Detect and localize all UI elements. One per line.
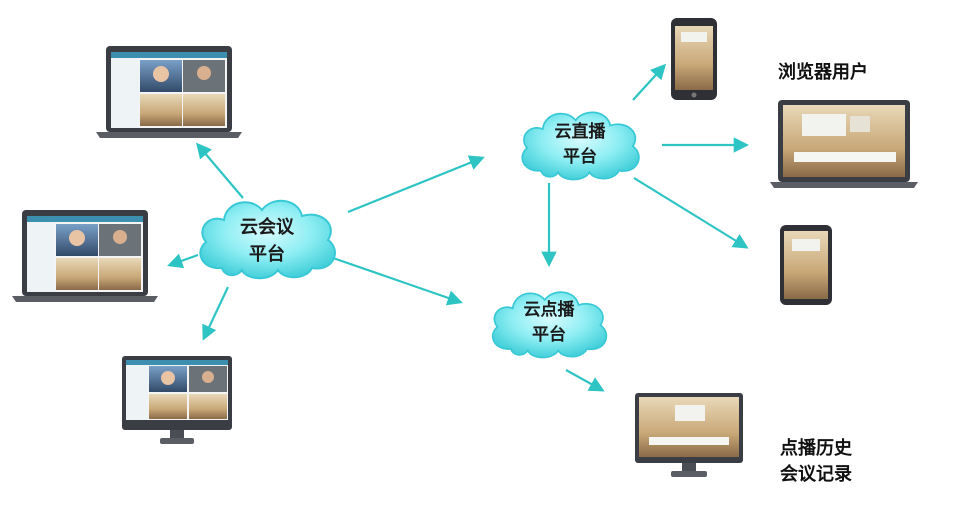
arrow-conf-to-live (348, 158, 482, 212)
laptop-icon (96, 46, 242, 138)
smartphone-icon (671, 18, 717, 100)
cloud-conference-line2: 平台 (249, 243, 285, 265)
tablet-icon (780, 225, 832, 305)
cloud-live-line1: 云直播 (555, 121, 607, 142)
cloud-live-line2: 平台 (563, 146, 597, 167)
cloud-vod-line1: 云点播 (524, 299, 576, 320)
vod-history-label: 点播历史 (780, 436, 852, 462)
cloud-vod-line2: 平台 (532, 324, 566, 345)
arrow-conf-to-laptop-left (170, 255, 198, 265)
laptop-icon (12, 210, 158, 302)
laptop-icon (770, 100, 918, 188)
cloud-live-platform: 云直播 平台 (522, 112, 639, 179)
arrow-live-to-phone (633, 66, 664, 100)
desktop-monitor-icon (635, 393, 743, 477)
desktop-monitor-icon (122, 356, 232, 444)
cloud-conference-platform: 云会议 平台 (200, 201, 335, 278)
arrow-conf-to-laptop-top (198, 145, 243, 198)
cloud-conference-line1: 云会议 (240, 216, 295, 238)
arrow-vod-to-monitor (566, 370, 602, 390)
arrow-live-to-tablet (634, 178, 746, 247)
meeting-records-label: 会议记录 (780, 462, 852, 488)
cloud-vod-platform: 云点播 平台 (493, 292, 607, 357)
arrow-conf-to-monitor (204, 287, 228, 338)
browser-users-label: 浏览器用户 (778, 60, 868, 86)
arrow-conf-to-vod (333, 258, 460, 302)
